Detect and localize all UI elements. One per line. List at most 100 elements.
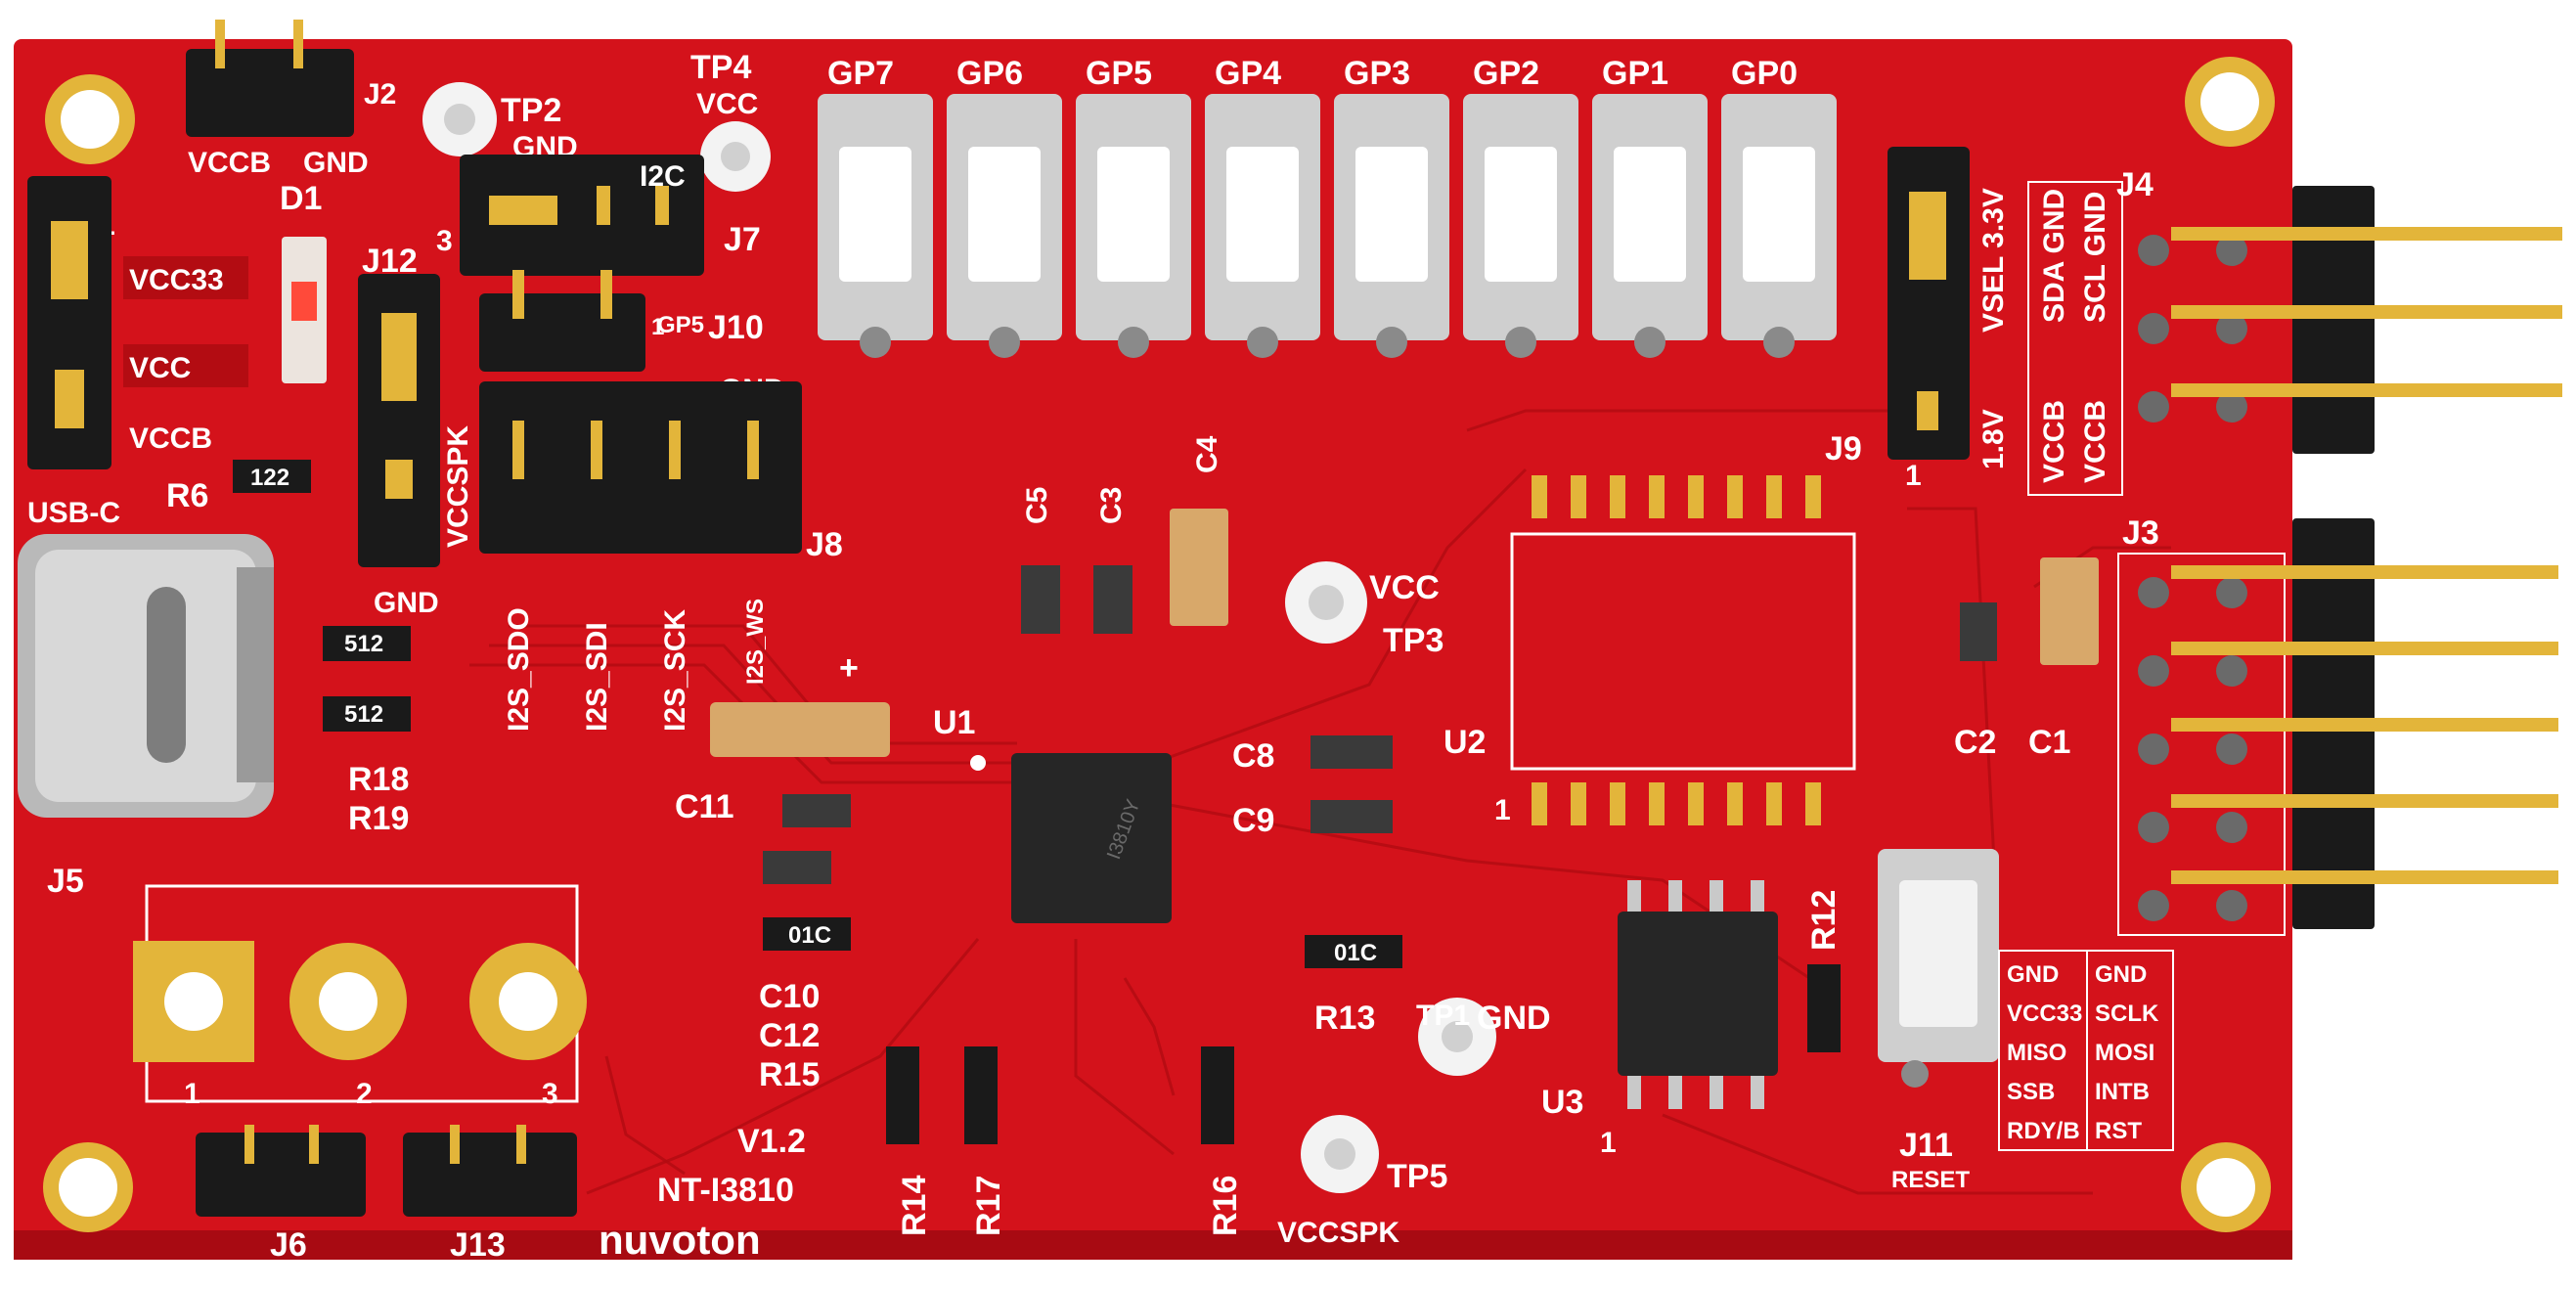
gp3-button[interactable]	[1334, 94, 1449, 358]
tp1-gnd-label: GND	[1477, 1000, 1551, 1037]
tp5-vccspk-label: VCCSPK	[1277, 1217, 1399, 1249]
u3-label: U3	[1541, 1084, 1583, 1121]
j4-row2-label: SCL GND	[2079, 192, 2111, 323]
header-j7	[460, 155, 704, 276]
c1-label: C1	[2028, 724, 2070, 761]
gp7-button[interactable]	[818, 94, 933, 358]
c9-label: C9	[1232, 802, 1274, 839]
resistor-r14	[886, 1046, 919, 1144]
j6-label: J6	[270, 1226, 307, 1264]
c11-plus: +	[839, 649, 859, 687]
j3-label: J3	[2122, 514, 2159, 552]
i2s-sdo-label: I2S_SDO	[503, 607, 535, 732]
header-j12	[358, 274, 440, 567]
spi-left-3: SSB	[2007, 1079, 2055, 1105]
j9-label: J9	[1825, 430, 1862, 467]
j13-label: J13	[450, 1226, 506, 1264]
r19-label: R19	[348, 800, 409, 837]
r6-code: 122	[250, 465, 289, 491]
j7-pin3-label: 3	[436, 225, 453, 257]
part-c12	[763, 917, 851, 951]
j9-vsel-label: VSEL 3.3V	[1977, 188, 2010, 333]
resistor-r13	[1305, 935, 1402, 968]
header-j8	[479, 381, 802, 554]
j2-gnd-label: GND	[303, 147, 369, 179]
r16-label: R16	[1207, 1176, 1244, 1236]
j12-gnd-label: GND	[374, 587, 439, 619]
c4-label: C4	[1191, 435, 1223, 473]
spi-right-4: RST	[2095, 1118, 2142, 1144]
gp0-button[interactable]	[1721, 94, 1837, 358]
gp-button-row	[818, 94, 1837, 358]
r14-label: R14	[896, 1176, 933, 1236]
capacitor-c1	[2040, 557, 2099, 665]
tp1-label: TP1	[1416, 1000, 1470, 1032]
j9-pin1-label: 1	[1905, 460, 1922, 492]
chip-u2-footprint	[1510, 475, 1856, 825]
reset-button-j11[interactable]	[1878, 849, 1999, 1088]
gp1-button[interactable]	[1592, 94, 1708, 358]
tp4-vcc-label: VCC	[696, 88, 758, 120]
j8-label: J8	[806, 526, 843, 563]
u1-label: U1	[933, 704, 975, 741]
usb-c-connector[interactable]	[18, 534, 274, 818]
capacitor-c9	[1310, 800, 1393, 833]
j4-vccb2-label: VCCB	[2079, 400, 2111, 483]
j1-vcc-label: VCC	[129, 352, 191, 384]
j4-vccb1-label: VCCB	[2038, 400, 2070, 483]
capacitor-c8	[1310, 735, 1393, 769]
header-j13	[403, 1125, 577, 1217]
spi-right-2: MOSI	[2095, 1040, 2154, 1066]
j1-vccb-label: VCCB	[129, 423, 212, 455]
part-c10	[763, 851, 831, 884]
j4-silk-box	[2027, 181, 2123, 496]
gp5-button[interactable]	[1076, 94, 1191, 358]
j1-vcc33-label: VCC33	[129, 264, 224, 296]
c8-label: C8	[1232, 737, 1274, 775]
capacitor-c4	[1170, 509, 1228, 626]
gp7-label: GP7	[827, 55, 894, 92]
j12-vccspk-label: VCCSPK	[442, 425, 474, 548]
j5-pin3-label: 3	[542, 1078, 558, 1110]
r19-code: 512	[344, 701, 383, 728]
j3-silk-box	[2117, 553, 2286, 936]
gp2-button[interactable]	[1463, 94, 1578, 358]
gp6-button[interactable]	[947, 94, 1062, 358]
gp6-label: GP6	[956, 55, 1023, 92]
j4-row1-label: SDA GND	[2038, 189, 2070, 323]
i2s-sck-label: I2S_SCK	[659, 609, 691, 732]
j10-label: J10	[708, 309, 764, 346]
tp3-vcc-label: VCC	[1369, 569, 1440, 606]
usbc-label: USB-C	[27, 497, 120, 529]
header-j10	[479, 270, 645, 372]
i2s-ws-label: I2S_WS	[742, 599, 769, 685]
c12-label: C12	[759, 1017, 820, 1054]
pcb-edge-shade	[14, 1230, 2292, 1260]
u2-pin1-label: 1	[1494, 794, 1511, 826]
header-j1	[27, 176, 111, 469]
j10-pin1-label: 1	[651, 314, 664, 340]
c2-label: C2	[1954, 724, 1996, 761]
capacitor-c5	[1021, 565, 1060, 634]
chip-u3	[1618, 880, 1778, 1109]
reset-label: RESET	[1891, 1167, 1970, 1193]
gp4-button[interactable]	[1205, 94, 1320, 358]
gp4-label: GP4	[1215, 55, 1281, 92]
resistor-r6	[233, 460, 311, 493]
j5-pin1-label: 1	[184, 1078, 200, 1110]
gp3-label: GP3	[1344, 55, 1410, 92]
tp4-label: TP4	[690, 49, 751, 86]
j7-label: J7	[724, 221, 761, 258]
nuvoton-logo: nuvoton	[599, 1217, 761, 1263]
r18-label: R18	[348, 761, 409, 798]
board-name: NT-I3810	[657, 1172, 794, 1209]
u3-pin1-label: 1	[1600, 1127, 1617, 1159]
r6-label: R6	[166, 477, 208, 514]
c12-code: 01C	[788, 922, 831, 949]
spi-left-0: GND	[2007, 961, 2059, 988]
j12-label: J12	[362, 243, 418, 280]
c5-label: C5	[1021, 487, 1053, 524]
r13-label: R13	[1314, 1000, 1375, 1037]
gp5-label: GP5	[1086, 55, 1152, 92]
